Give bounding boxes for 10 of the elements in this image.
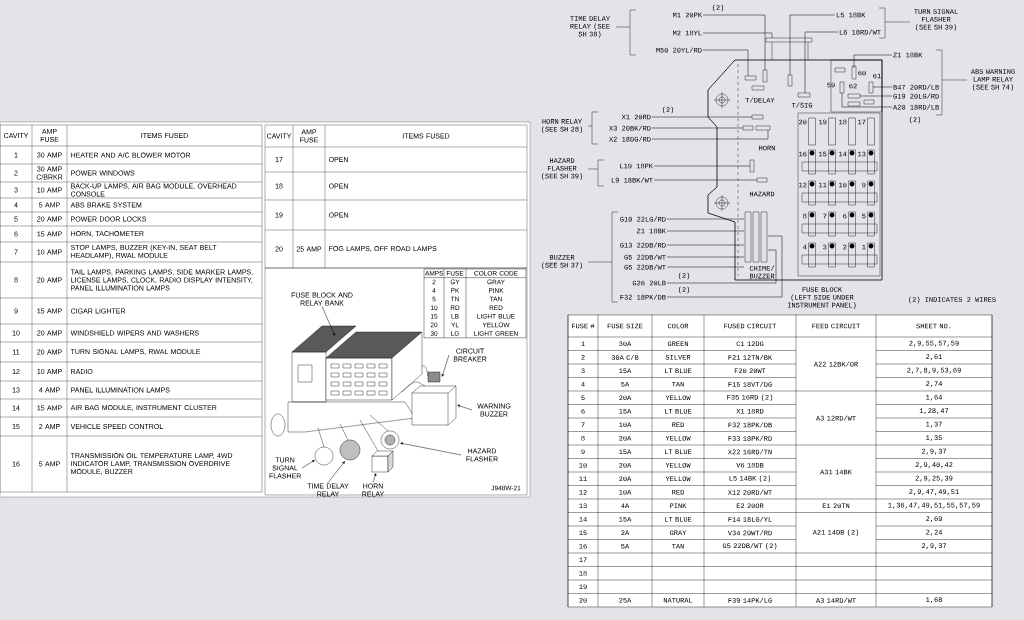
wire xyxy=(702,14,766,71)
leader-line xyxy=(372,473,377,483)
wire xyxy=(702,32,773,39)
leader-line xyxy=(321,306,335,336)
leader-line xyxy=(301,460,315,469)
wire xyxy=(789,14,836,76)
leader-line xyxy=(327,461,345,483)
leader-line xyxy=(441,354,450,377)
leader-line xyxy=(400,442,462,456)
leader-line xyxy=(457,404,473,411)
